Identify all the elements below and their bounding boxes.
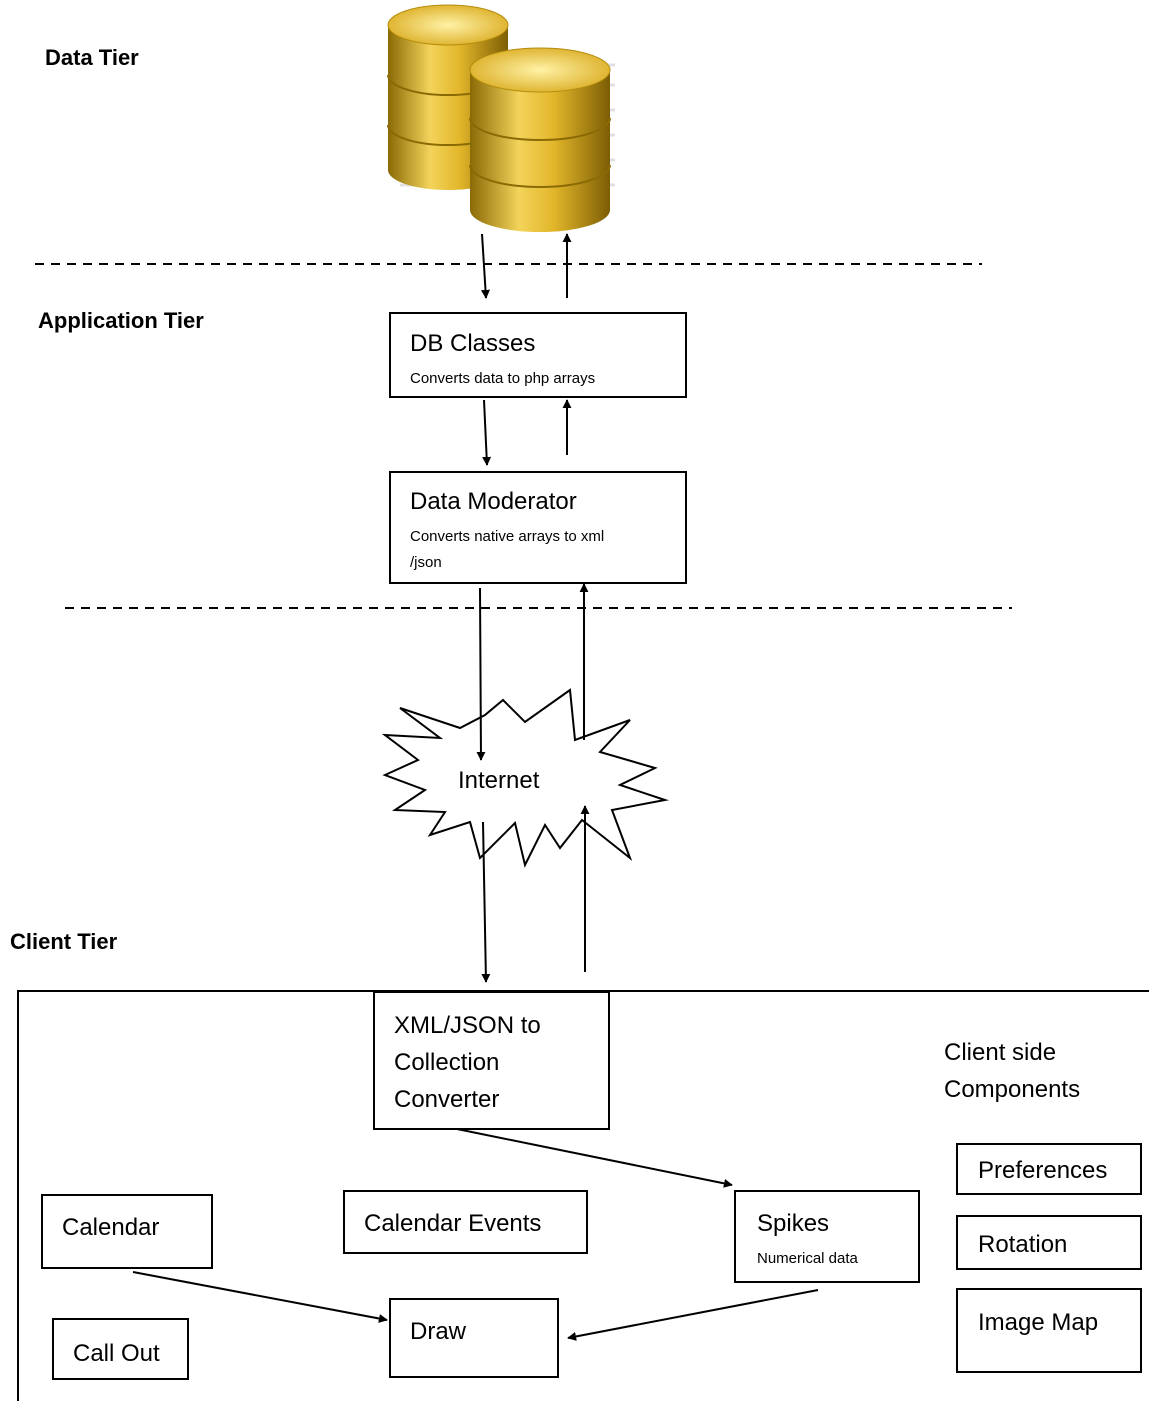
internet-shape xyxy=(381,688,669,868)
application-tier-label: Application Tier xyxy=(38,308,204,333)
spikes-subtitle: Numerical data xyxy=(757,1250,858,1267)
data-moderator-title: Data Moderator xyxy=(410,488,577,515)
client-side-line-1: Client side xyxy=(944,1039,1057,1066)
converter-line-1: XML/JSON to xyxy=(394,1012,541,1039)
draw-box: Draw xyxy=(389,1298,559,1378)
preferences-box: Preferences xyxy=(956,1143,1142,1195)
arrow-db-to-dbclasses xyxy=(481,233,490,299)
client-side-line-2: Components xyxy=(944,1076,1081,1103)
client-tier-frame xyxy=(17,990,1149,1401)
spikes-box: Spikes Numerical data xyxy=(734,1190,920,1283)
arrow-converter-to-spikes xyxy=(456,1128,733,1188)
preferences-label: Preferences xyxy=(978,1157,1108,1184)
data-moderator-box: Data Moderator Converts native arrays to… xyxy=(389,471,687,584)
spikes-title: Spikes xyxy=(757,1210,830,1237)
client-tier-label: Client Tier xyxy=(10,929,118,954)
arrow-calendar-to-draw xyxy=(132,1271,388,1323)
call-out-label: Call Out xyxy=(73,1340,160,1367)
arrow-moderator-to-internet xyxy=(476,587,486,761)
calendar-box: Calendar xyxy=(41,1194,213,1269)
arrow-dbclasses-to-moderator xyxy=(482,399,492,466)
data-moderator-subtitle-line1: Converts native arrays to xml xyxy=(410,528,605,545)
arrow-internet-to-client xyxy=(481,821,491,983)
calendar-events-label: Calendar Events xyxy=(364,1210,542,1237)
db-classes-box: DB Classes Converts data to php arrays xyxy=(389,312,687,398)
db-classes-title: DB Classes xyxy=(410,330,536,357)
database-icon xyxy=(387,4,615,232)
data-tier-label: Data Tier xyxy=(45,45,139,70)
image-map-box: Image Map xyxy=(956,1288,1142,1373)
converter-label: XML/JSON to Collection Converter xyxy=(394,1007,541,1118)
converter-box: XML/JSON to Collection Converter xyxy=(373,991,610,1130)
image-map-label: Image Map xyxy=(978,1309,1099,1336)
calendar-events-box: Calendar Events xyxy=(343,1190,588,1254)
internet-label: Internet xyxy=(458,767,540,794)
calendar-label: Calendar xyxy=(62,1214,160,1241)
arrow-spikes-to-draw xyxy=(567,1289,819,1341)
client-side-components-label: Client side Components xyxy=(944,1034,1080,1108)
data-moderator-subtitle-line2: /json xyxy=(410,554,442,571)
call-out-box: Call Out xyxy=(52,1318,189,1380)
rotation-label: Rotation xyxy=(978,1231,1068,1258)
converter-line-2: Collection xyxy=(394,1049,500,1076)
draw-label: Draw xyxy=(410,1318,467,1345)
db-classes-subtitle: Converts data to php arrays xyxy=(410,370,596,387)
rotation-box: Rotation xyxy=(956,1215,1142,1270)
converter-line-3: Converter xyxy=(394,1086,500,1113)
